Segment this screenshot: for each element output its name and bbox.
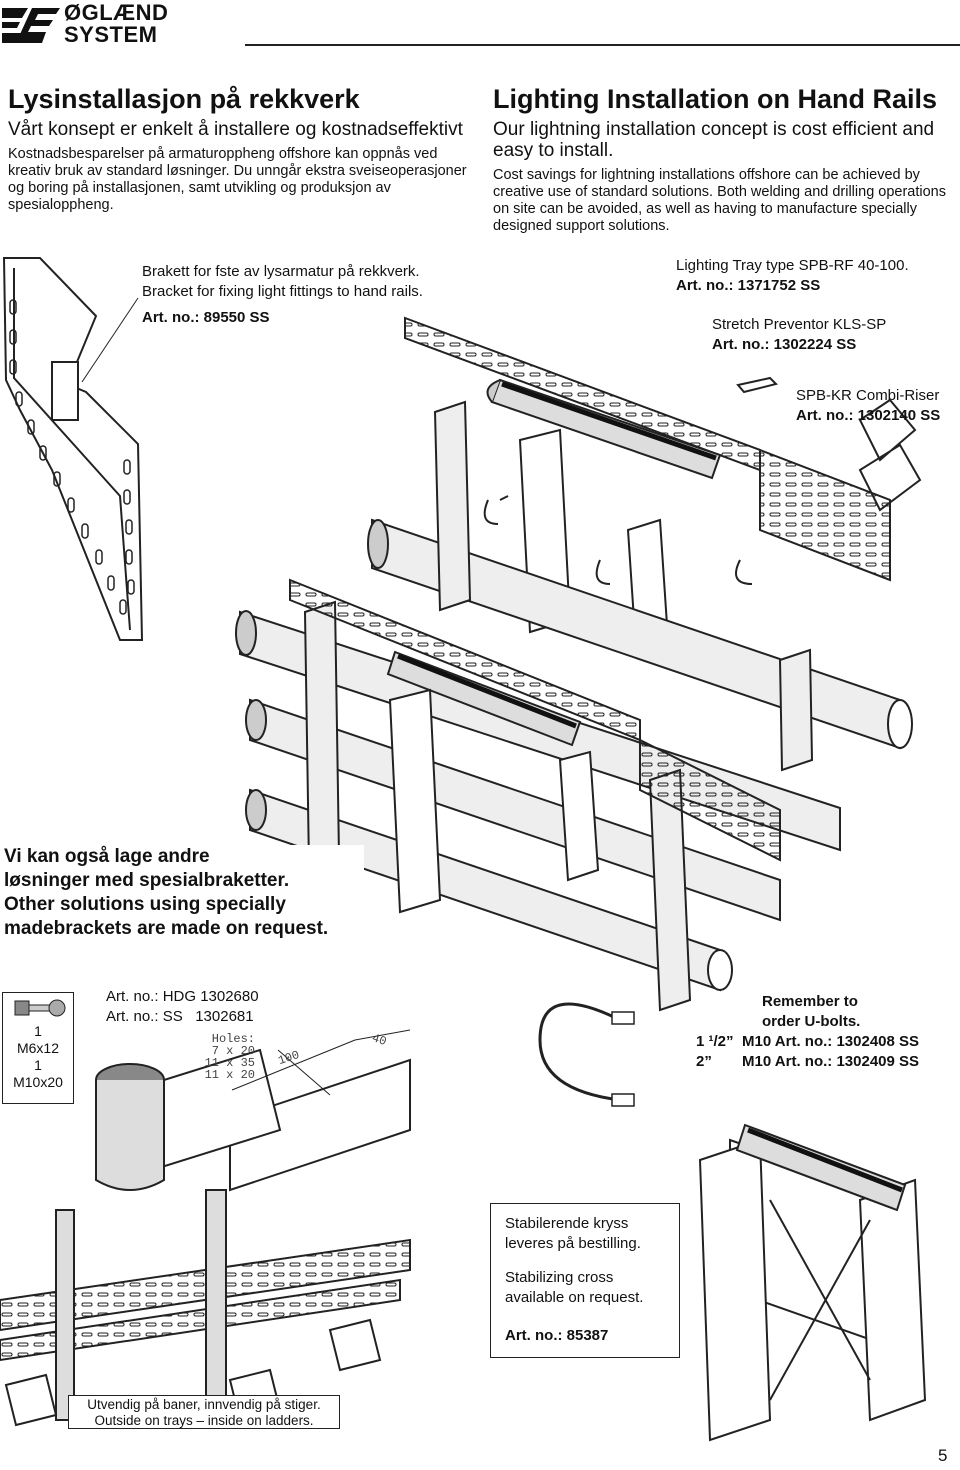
preventor-callout: Stretch Preventor KLS-SP Art. no.: 13022…: [712, 315, 952, 355]
tray-ladder-note: Utvendig på baner, innvendig på stiger. …: [68, 1395, 340, 1429]
bracket-callout: Brakett for fste av lysarmatur på rekkve…: [142, 262, 472, 328]
special-brackets-note: Vi kan også lage andre løsninger med spe…: [4, 845, 364, 941]
holes-h1: 7 x 20: [211, 1044, 255, 1058]
preventor-artno: Art. no.: 1302224 SS: [712, 336, 857, 353]
parts-qty1: 1: [34, 1023, 42, 1039]
stabil-en: Stabilizing cross available on request.: [505, 1269, 644, 1306]
tray-name: Lighting Tray type SPB-RF 40-100.: [676, 257, 909, 274]
page-number: 5: [938, 1446, 948, 1465]
body-no: Kostnadsbesparelser på armaturoppheng of…: [8, 146, 467, 213]
outside-line2: Outside on trays – inside on ladders.: [94, 1413, 314, 1428]
brand-line1: ØGLÆND: [64, 0, 169, 25]
small-parts: [483, 376, 922, 585]
bracket-drawing: [2, 257, 144, 641]
ubolt-row2-art: M10 Art. no.: 1302409 SS: [742, 1053, 920, 1070]
body-en: Cost savings for lightning installations…: [493, 167, 946, 234]
brand-line2: SYSTEM: [64, 22, 158, 47]
header-rule: [245, 44, 960, 46]
ubolt-row1: 1 ¹/2” M10 Art. no.: 1302408 SS: [696, 1032, 956, 1052]
preventor-name: Stretch Preventor KLS-SP: [712, 316, 887, 333]
parts-box: 1 M6x12 1 M10x20: [2, 992, 74, 1104]
special-line3: Other solutions using specially: [4, 894, 286, 915]
hdg-callout: Art. no.: HDG 1302680 Art. no.: SS 13026…: [106, 987, 306, 1027]
subtitle-en: Our lightning installation concept is co…: [493, 119, 935, 161]
special-line4: madebrackets are made on request.: [4, 918, 329, 939]
ubolt-row2: 2” M10 Art. no.: 1302409 SS: [696, 1052, 956, 1072]
bracket-artno: Art. no.: 89550 SS: [142, 309, 270, 326]
holes-callout: Holes: 7 x 20 11 x 35 11 x 20: [175, 1033, 255, 1081]
u-bolt-drawing: [538, 1002, 635, 1107]
tray-posts-drawing: [0, 1189, 411, 1427]
ubolt-row1-art: M10 Art. no.: 1302408 SS: [742, 1033, 920, 1050]
tray-artno: Art. no.: 1371752 SS: [676, 277, 821, 294]
stabil-artno: Art. no.: 85387: [505, 1327, 609, 1344]
bolt-icon: [14, 999, 66, 1017]
parts-size1: M6x12: [16, 1040, 60, 1056]
tray-callout: Lighting Tray type SPB-RF 40-100. Art. n…: [676, 256, 956, 296]
parts-qty2: 1: [34, 1057, 42, 1073]
logo-icon: [2, 8, 60, 43]
stabil-no: Stabilerende kryss leveres på bestilling…: [505, 1215, 641, 1252]
ubolt-row2-size: 2”: [696, 1053, 712, 1070]
hdg-line1: Art. no.: HDG 1302680: [106, 988, 259, 1005]
ubolt-line1: Remember to: [762, 993, 858, 1010]
title-no: Lysinstallasjon på rekkverk: [8, 84, 360, 114]
subtitle-no: Vårt konsept er enkelt å installere og k…: [8, 119, 463, 140]
title-en: Lighting Installation on Hand Rails: [493, 84, 937, 114]
ubolt-reminder: Remember to order U-bolts.: [762, 992, 902, 1032]
riser-artno: Art. no.: 1302140 SS: [796, 407, 941, 424]
bracket-line1: Brakett for fste av lysarmatur på rekkve…: [142, 263, 420, 280]
handrail-assembly: [235, 316, 913, 1012]
riser-callout: SPB-KR Combi-Riser Art. no.: 1302140 SS: [796, 386, 956, 426]
stabilizing-cross-drawing: [698, 1123, 927, 1442]
hdg-line2: Art. no.: SS 1302681: [106, 1008, 254, 1025]
outside-line1: Utvendig på baner, innvendig på stiger.: [87, 1397, 321, 1412]
holes-title: Holes:: [211, 1032, 255, 1046]
ubolt-row1-size: 1 ¹/2”: [696, 1033, 734, 1050]
special-line2: løsninger med spesialbraketter.: [4, 870, 290, 891]
holes-h2: 11 x 35: [204, 1056, 255, 1070]
ubolt-line2: order U-bolts.: [762, 1013, 861, 1030]
intro-english: Lighting Installation on Hand Rails Our …: [493, 83, 958, 235]
riser-name: SPB-KR Combi-Riser: [796, 387, 940, 404]
stabilizing-cross-box: Stabilerende kryss leveres på bestilling…: [490, 1203, 680, 1358]
special-line1: Vi kan også lage andre: [4, 846, 210, 867]
bracket-line2: Bracket for fixing light fittings to han…: [142, 283, 423, 300]
ubolt-table: 1 ¹/2” M10 Art. no.: 1302408 SS 2” M10 Art…: [696, 1032, 956, 1072]
parts-size2: M10x20: [13, 1074, 63, 1090]
intro-norwegian: Lysinstallasjon på rekkverk Vårt konsept…: [8, 83, 478, 214]
holes-h3: 11 x 20: [204, 1068, 255, 1082]
clamp-bracket-drawing: [95, 1029, 411, 1192]
brand-name: ØGLÆND SYSTEM: [64, 2, 168, 46]
